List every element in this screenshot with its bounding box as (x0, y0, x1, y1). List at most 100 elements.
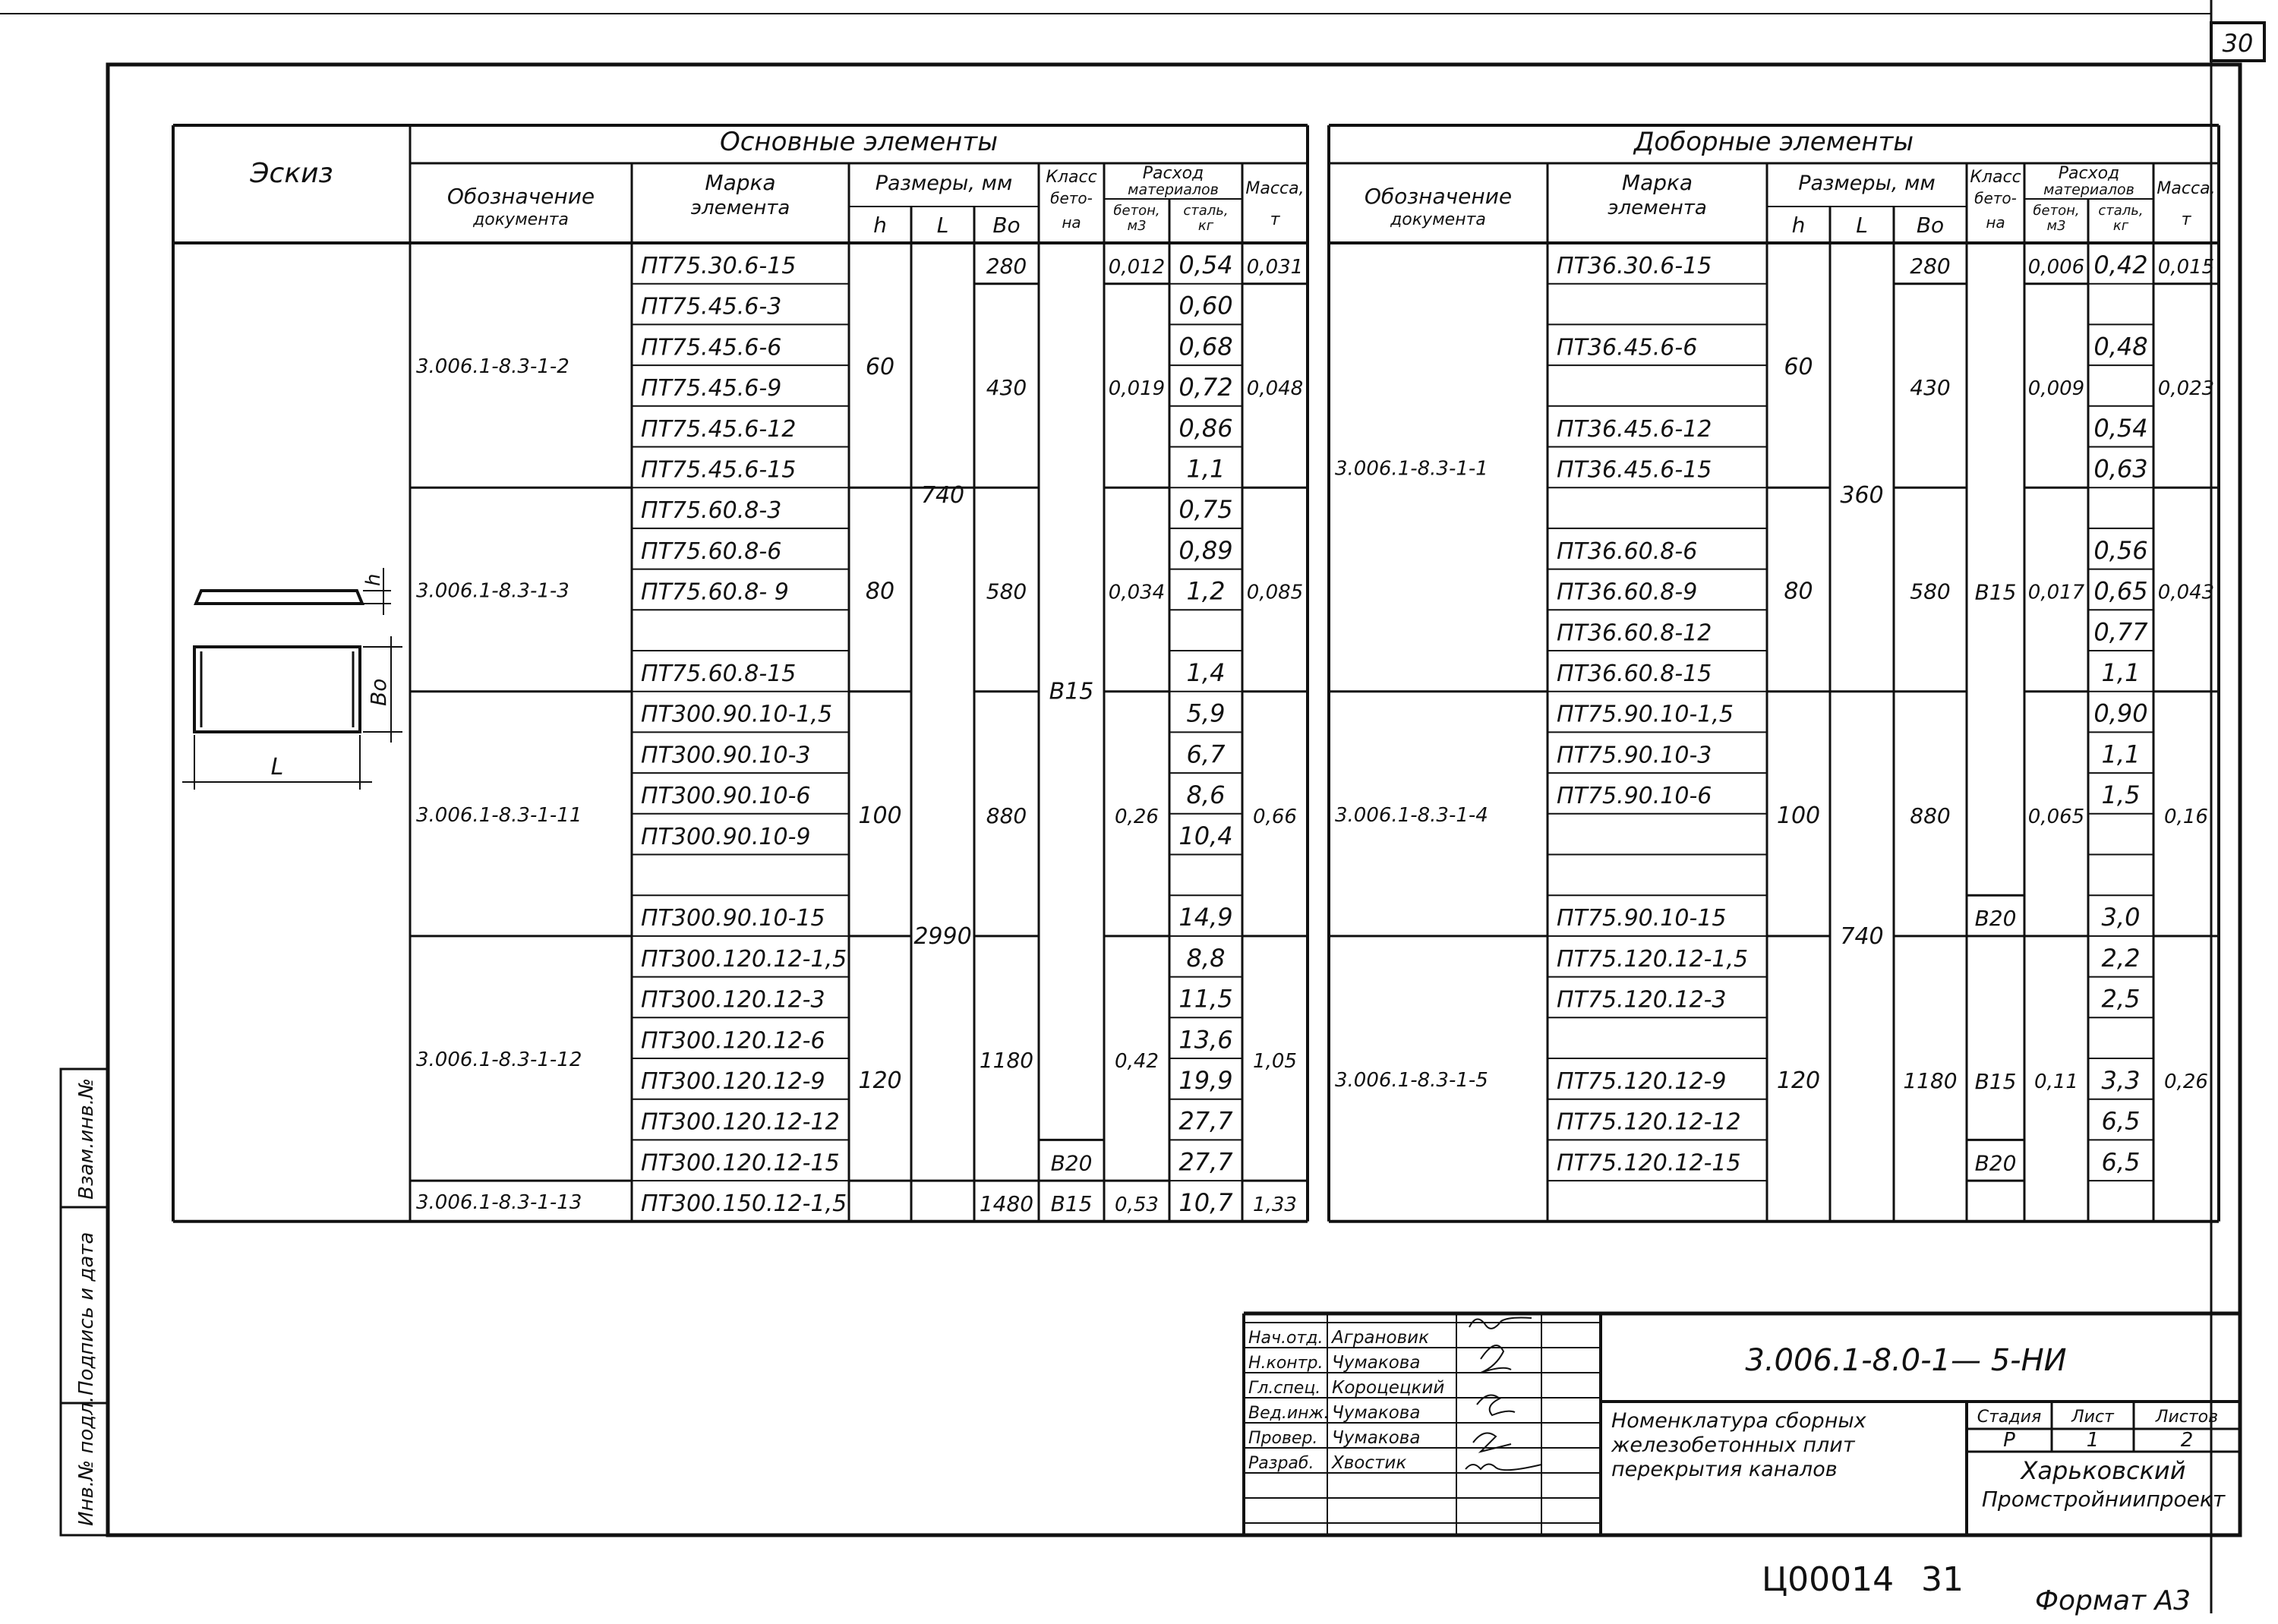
steel-value: 0,65 (2093, 577, 2147, 606)
b-value: 430 (986, 375, 1027, 400)
steel-value: 19,9 (1178, 1066, 1232, 1095)
sheet-label: Лист (2071, 1408, 2115, 1427)
org-line-1: Харьковский (2020, 1456, 2186, 1485)
beton-value: 0,009 (2028, 377, 2084, 400)
stal-header: сталь, (1183, 203, 1228, 219)
element-mark: ПТ75.90.10-1,5 (1557, 702, 1734, 728)
h-header: h (1792, 213, 1806, 238)
stamp-role: Разраб. (1248, 1454, 1314, 1473)
class-value: B15 (1049, 679, 1094, 705)
beton-value: 0,019 (1109, 377, 1165, 400)
steel-value: 13,6 (1178, 1025, 1232, 1054)
element-mark: ПТ300.90.10-1,5 (641, 702, 832, 728)
rash-header-2: материалов (1128, 181, 1219, 198)
dims-header: Размеры, мм (876, 172, 1013, 195)
element-mark: ПТ75.90.10-6 (1557, 783, 1712, 809)
doc-code: 3.006.1-8.0-1— 5-НИ (1745, 1343, 2066, 1378)
stamp-role: Гл.спец. (1248, 1379, 1320, 1398)
beton-value: 0,006 (2028, 256, 2084, 279)
beton-value: 0,012 (1109, 256, 1165, 279)
steel-value: 0,60 (1178, 292, 1232, 320)
sheet-value: 1 (2087, 1429, 2100, 1452)
steel-value: 1,5 (2102, 780, 2141, 809)
b-value: 280 (1910, 254, 1950, 279)
doc-number: 3.006.1-8.3-1-4 (1335, 804, 1488, 827)
l-header: L (937, 213, 949, 238)
steel-value: 1,1 (2102, 658, 2141, 687)
doc-number: 3.006.1-8.3-1-12 (416, 1049, 582, 1071)
steel-value: 27,7 (1178, 1107, 1233, 1136)
element-mark: ПТ36.30.6-15 (1557, 253, 1712, 279)
h-value: 100 (1777, 803, 1820, 829)
doc-number: 3.006.1-8.3-1-11 (416, 804, 582, 827)
beton-header-2: м3 (2046, 218, 2065, 234)
doc-number: 3.006.1-8.3-1-5 (1335, 1069, 1488, 1092)
sketch-header: Эскиз (249, 158, 333, 189)
mass-value: 0,16 (2164, 806, 2208, 828)
beton-value: 0,11 (2034, 1071, 2078, 1093)
element-mark: ПТ300.120.12-12 (641, 1109, 840, 1136)
element-mark: ПТ75.90.10-3 (1557, 742, 1712, 768)
b-value: 580 (986, 579, 1027, 604)
element-mark: ПТ300.120.12-1,5 (641, 946, 847, 973)
mass-value: 0,043 (2158, 581, 2214, 604)
steel-value: 0,63 (2093, 455, 2147, 484)
mass-header-2: т (2182, 210, 2192, 229)
stamp-role: Нач.отд. (1248, 1329, 1324, 1348)
element-mark: ПТ75.60.8-6 (641, 538, 781, 565)
b-value: 1480 (980, 1191, 1033, 1216)
class-value: B15 (1051, 1191, 1093, 1216)
steel-value: 2,5 (2102, 985, 2141, 1014)
doc-header-2: документа (472, 210, 569, 229)
mass-value: 0,26 (2164, 1071, 2208, 1093)
element-mark: ПТ75.120.12-9 (1557, 1068, 1726, 1095)
element-mark: ПТ300.120.12-15 (641, 1149, 840, 1176)
h-value: 100 (858, 803, 901, 829)
element-mark: ПТ75.60.8-3 (641, 497, 781, 524)
doc-header: Обозначение (447, 184, 595, 209)
mark-header: Марка (705, 170, 775, 195)
beton-value: 0,42 (1115, 1050, 1159, 1073)
steel-value: 0,72 (1178, 373, 1232, 402)
table-title: Основные элементы (720, 127, 998, 157)
doc-number: 3.006.1-8.3-1-13 (416, 1191, 582, 1214)
archive-number: Ц00014 (1762, 1560, 1894, 1599)
steel-value: 1,4 (1187, 658, 1226, 687)
beton-header: бетон, (1113, 203, 1160, 219)
class-header-3: на (1986, 213, 2005, 232)
steel-value: 0,75 (1178, 495, 1232, 524)
steel-value: 0,68 (1178, 332, 1232, 361)
b-value: 1180 (1903, 1068, 1957, 1093)
class-header: Класс (1970, 168, 2021, 187)
b-value: 1180 (980, 1048, 1033, 1073)
element-mark: ПТ75.45.6-12 (641, 416, 796, 443)
element-mark: ПТ75.60.8-15 (641, 661, 796, 687)
steel-value: 8,8 (1187, 944, 1226, 973)
mass-value: 0,048 (1247, 377, 1303, 400)
steel-value: 27,7 (1178, 1147, 1233, 1176)
element-mark: ПТ300.90.10-9 (641, 824, 810, 850)
h-value: 120 (1777, 1067, 1820, 1094)
stamp-role: Вед.инж. (1248, 1404, 1329, 1423)
h-value: 80 (866, 578, 894, 604)
mass-value: 1,33 (1253, 1194, 1297, 1216)
steel-value: 6,5 (2102, 1107, 2141, 1136)
stamp-role: Н.контр. (1248, 1354, 1323, 1373)
h-value: 60 (1784, 354, 1813, 380)
steel-value: 1,2 (1187, 577, 1226, 606)
mass-value: 0,66 (1253, 806, 1297, 828)
class-value: B20 (1975, 1150, 2017, 1175)
beton-header: бетон, (2033, 203, 2079, 219)
element-mark: ПТ300.120.12-3 (641, 987, 825, 1014)
format-label: Формат А3 (2035, 1585, 2191, 1616)
element-mark: ПТ300.90.10-3 (641, 742, 810, 768)
b-value: 280 (986, 254, 1027, 279)
steel-value: 0,77 (2093, 617, 2148, 646)
rash-header-2: материалов (2043, 181, 2134, 198)
element-mark: ПТ75.60.8- 9 (641, 579, 789, 606)
steel-value: 0,54 (1178, 251, 1232, 279)
steel-value: 1,1 (2102, 739, 2141, 768)
stamp-name: Чумакова (1332, 1353, 1420, 1373)
plate-sketch (182, 568, 402, 790)
